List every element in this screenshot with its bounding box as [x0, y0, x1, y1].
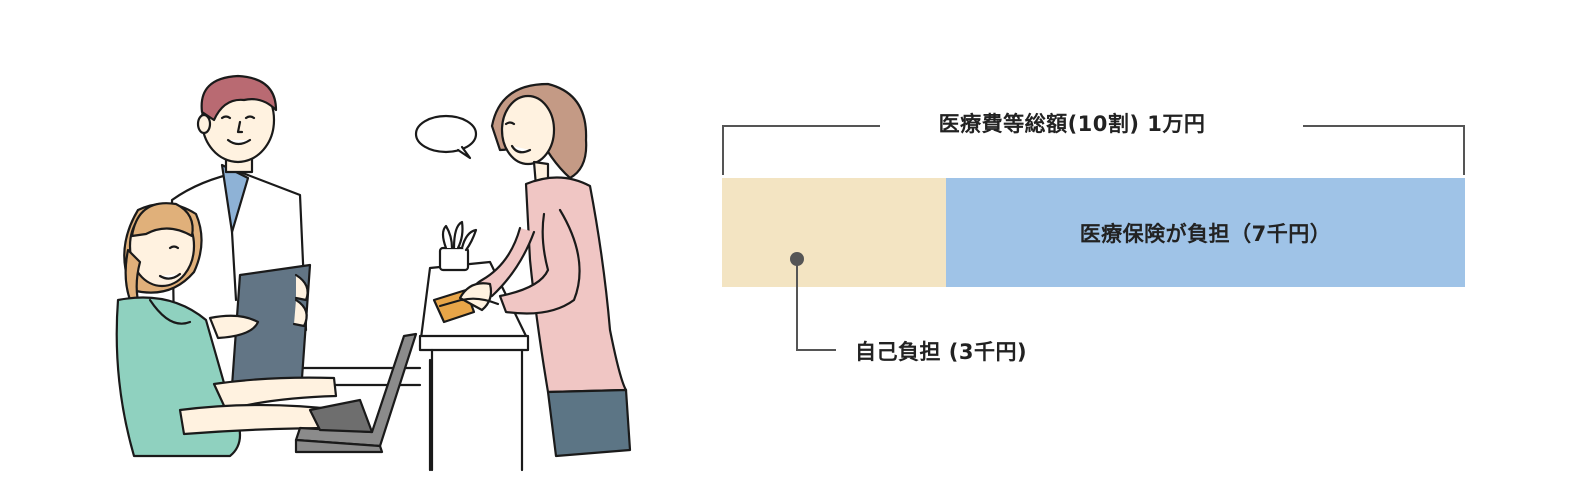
total-bracket-left-line — [722, 125, 880, 127]
insurance-segment: 医療保険が負担（7千円） — [946, 178, 1465, 287]
total-bracket-right-line — [1303, 125, 1465, 127]
insurance-label: 医療保険が負担（7千円） — [1079, 221, 1332, 246]
patient-figure — [458, 82, 632, 458]
speech-bubble-icon — [414, 114, 478, 160]
total-bracket-left-tick — [722, 125, 724, 175]
receptionist-figure — [115, 202, 342, 458]
self-pay-leader-vertical — [796, 259, 798, 351]
self-pay-label: 自己負担 (3千円) — [855, 340, 1028, 364]
plant-icon — [438, 220, 478, 272]
total-bracket-right-tick — [1463, 125, 1465, 175]
self-pay-leader-horizontal — [796, 349, 836, 351]
laptop-device — [294, 332, 418, 454]
clinic-reception-illustration — [115, 74, 632, 472]
total-cost-label: 医療費等総額(10割) 1万円 — [938, 112, 1206, 136]
tablet-device — [208, 263, 312, 388]
self-pay-segment — [722, 178, 946, 287]
